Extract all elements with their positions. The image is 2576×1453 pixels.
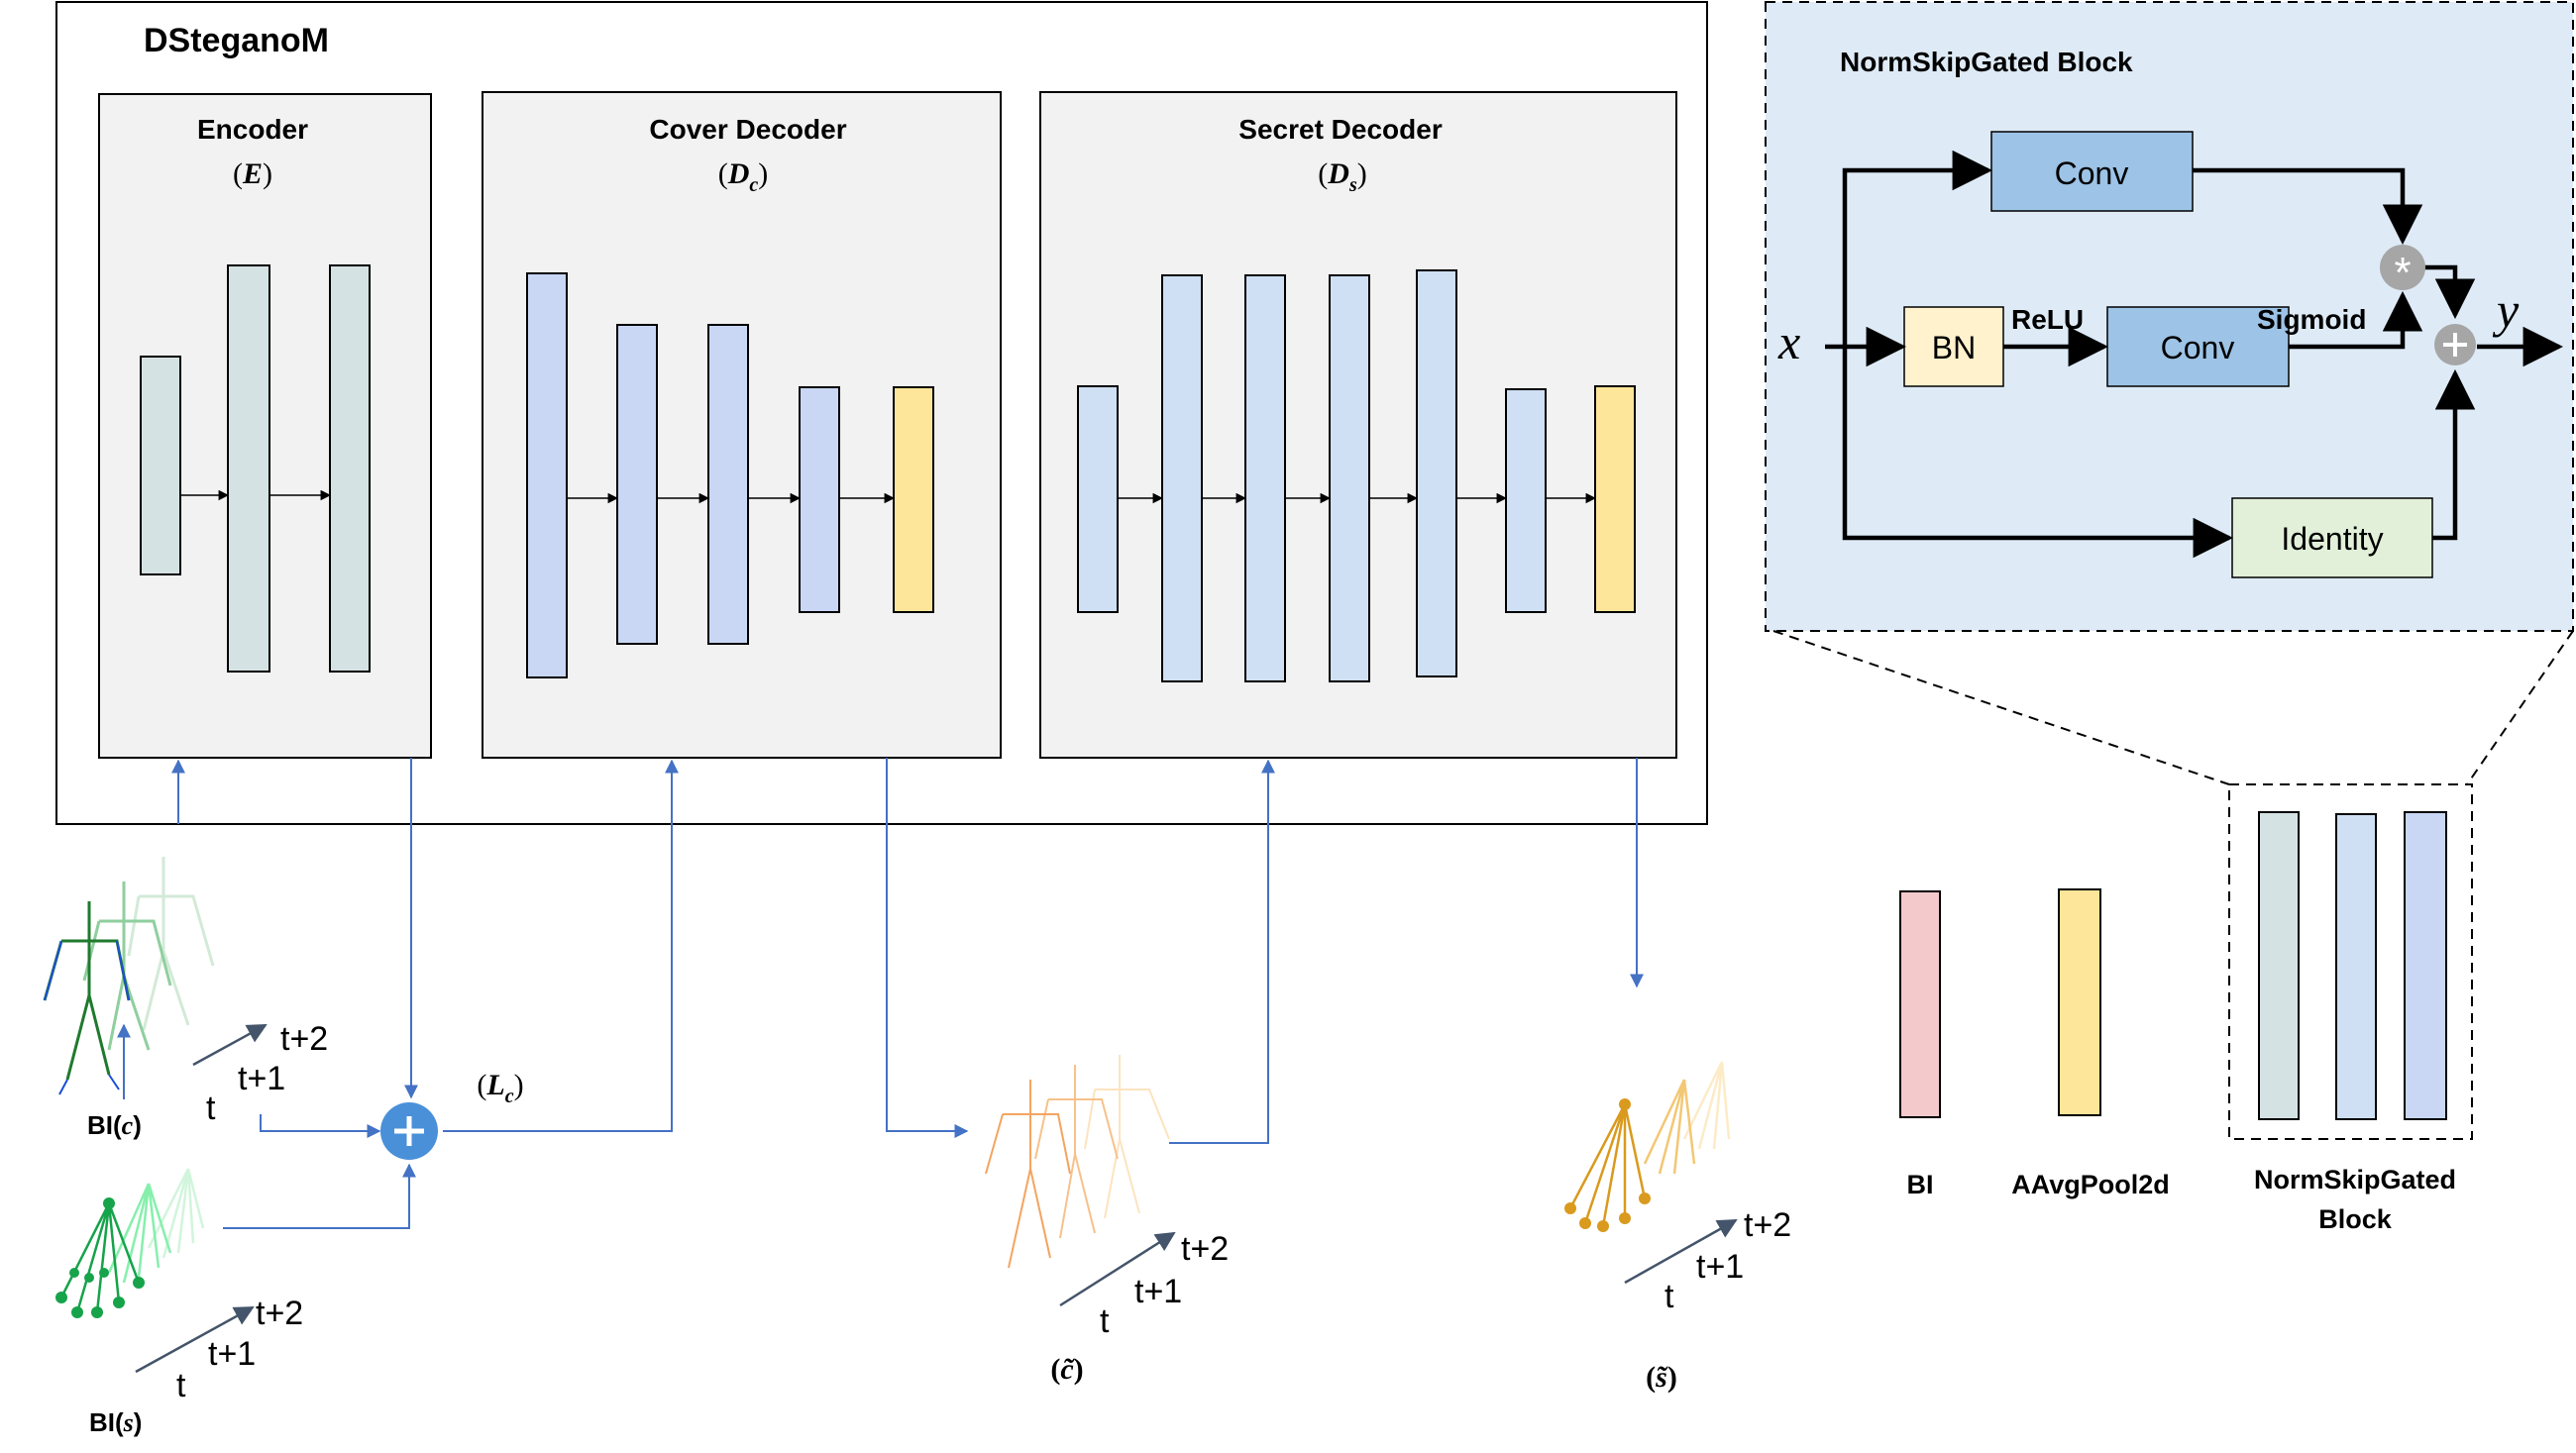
output-secret-label: (s̃) <box>1646 1361 1677 1394</box>
encoder-panel: Encoder (E) <box>98 93 432 759</box>
cover-layer-2 <box>616 324 658 645</box>
conv-top-label: Conv <box>2055 156 2129 191</box>
multiply-symbol: * <box>2394 249 2411 297</box>
bn-box <box>1903 306 2004 387</box>
secret-layer-6 <box>1505 388 1547 613</box>
cover-decoder-panel: Cover Decoder (Dc) <box>482 91 1002 759</box>
conv-mid-box <box>2106 306 2290 387</box>
secret-time-t1: t+1 <box>208 1335 256 1373</box>
legend-aavgpool-swatch <box>2058 888 2101 1116</box>
secret-decoder-symbol: (Ds) <box>1318 157 1366 196</box>
identity-label: Identity <box>2281 521 2383 557</box>
cover-time-t2: t+2 <box>280 1020 328 1058</box>
output-cover-label: (c̃) <box>1050 1353 1083 1386</box>
add-node <box>380 1102 438 1160</box>
legend-aavgpool-label: AAvgPool2d <box>2011 1170 2170 1199</box>
legend-norm-layer-1 <box>2258 811 2300 1120</box>
norm-block-title: NormSkipGated Block <box>1840 47 2133 77</box>
cover-layer-3 <box>707 324 749 645</box>
secret-layer-3 <box>1244 274 1286 682</box>
bn-label: BN <box>1932 330 1976 365</box>
legend-norm-label-2: Block <box>2318 1204 2393 1234</box>
encoder-layer-2 <box>227 264 270 673</box>
secret-input-label: BI(s) <box>89 1407 142 1437</box>
dsteganom-title: DSteganoM <box>144 22 329 59</box>
legend-bi-swatch <box>1899 890 1941 1118</box>
encoder-title: Encoder <box>197 114 308 145</box>
out-secret-time-t2: t+2 <box>1744 1206 1791 1244</box>
cover-decoder-title: Cover Decoder <box>649 114 846 145</box>
cover-time-t: t <box>206 1090 216 1127</box>
zoom-lines <box>1772 630 2574 785</box>
legend-norm-layer-3 <box>2404 811 2447 1120</box>
cover-skeleton-sequence <box>43 857 215 1095</box>
cover-input-label: BI(c) <box>87 1110 142 1140</box>
secret-layer-4 <box>1329 274 1370 682</box>
legend-norm-frame <box>2228 783 2473 1140</box>
secret-layer-5 <box>1416 269 1457 677</box>
out-cover-time-t1: t+1 <box>1134 1273 1182 1310</box>
encoder-layer-1 <box>140 356 181 575</box>
cover-layer-1 <box>526 272 568 678</box>
secret-time-t2: t+2 <box>256 1295 303 1332</box>
encoder-symbol: (E) <box>233 157 272 190</box>
secret-decoder-panel: Secret Decoder (Ds) <box>1039 91 1677 759</box>
conv-mid-label: Conv <box>2161 330 2235 365</box>
legend-norm-layer-2 <box>2335 813 2377 1120</box>
cover-decoder-symbol: (Dc) <box>718 157 769 196</box>
out-secret-time-t: t <box>1664 1278 1674 1315</box>
secret-hand-sequence <box>55 1168 205 1318</box>
output-secret-hand <box>1564 1061 1731 1232</box>
cover-time-axis <box>192 1023 268 1067</box>
out-secret-time-t1: t+1 <box>1696 1248 1744 1286</box>
relu-label: ReLU <box>2011 304 2084 335</box>
legend: BI AAvgPool2d NormSkipGated Block <box>1899 783 2473 1234</box>
out-cover-time-t: t <box>1100 1302 1110 1340</box>
output-cover-skeleton <box>985 1055 1170 1269</box>
block-input-x: x <box>1777 314 1800 369</box>
secret-decoder-title: Secret Decoder <box>1238 114 1443 145</box>
secret-pool-layer <box>1594 385 1636 613</box>
cover-layer-4 <box>799 386 840 613</box>
conv-top-box <box>1990 131 2194 212</box>
secret-layer-1 <box>1077 385 1119 613</box>
secret-time-t: t <box>176 1367 186 1404</box>
cover-pool-layer <box>893 386 934 613</box>
secret-layer-2 <box>1161 274 1203 682</box>
sigmoid-label: Sigmoid <box>2257 304 2366 335</box>
loss-label: (Lc) <box>477 1069 523 1107</box>
legend-bi-label: BI <box>1907 1170 1934 1199</box>
dataflow-connectors <box>117 758 1644 1229</box>
cover-time-t1: t+1 <box>238 1060 285 1097</box>
block-output-y: y <box>2492 282 2520 338</box>
norm-block-detail: NormSkipGated Block Conv BN Conv Identit… <box>1765 1 2574 632</box>
output-secret-time-axis <box>1624 1218 1738 1285</box>
multiply-node: * <box>2380 245 2425 297</box>
out-cover-time-t2: t+2 <box>1181 1230 1229 1268</box>
output-cover-time-axis <box>1059 1231 1176 1307</box>
secret-time-axis <box>135 1305 255 1374</box>
encoder-layer-3 <box>329 264 371 673</box>
add-node-block <box>2434 324 2476 365</box>
legend-norm-label-1: NormSkipGated <box>2254 1165 2456 1194</box>
